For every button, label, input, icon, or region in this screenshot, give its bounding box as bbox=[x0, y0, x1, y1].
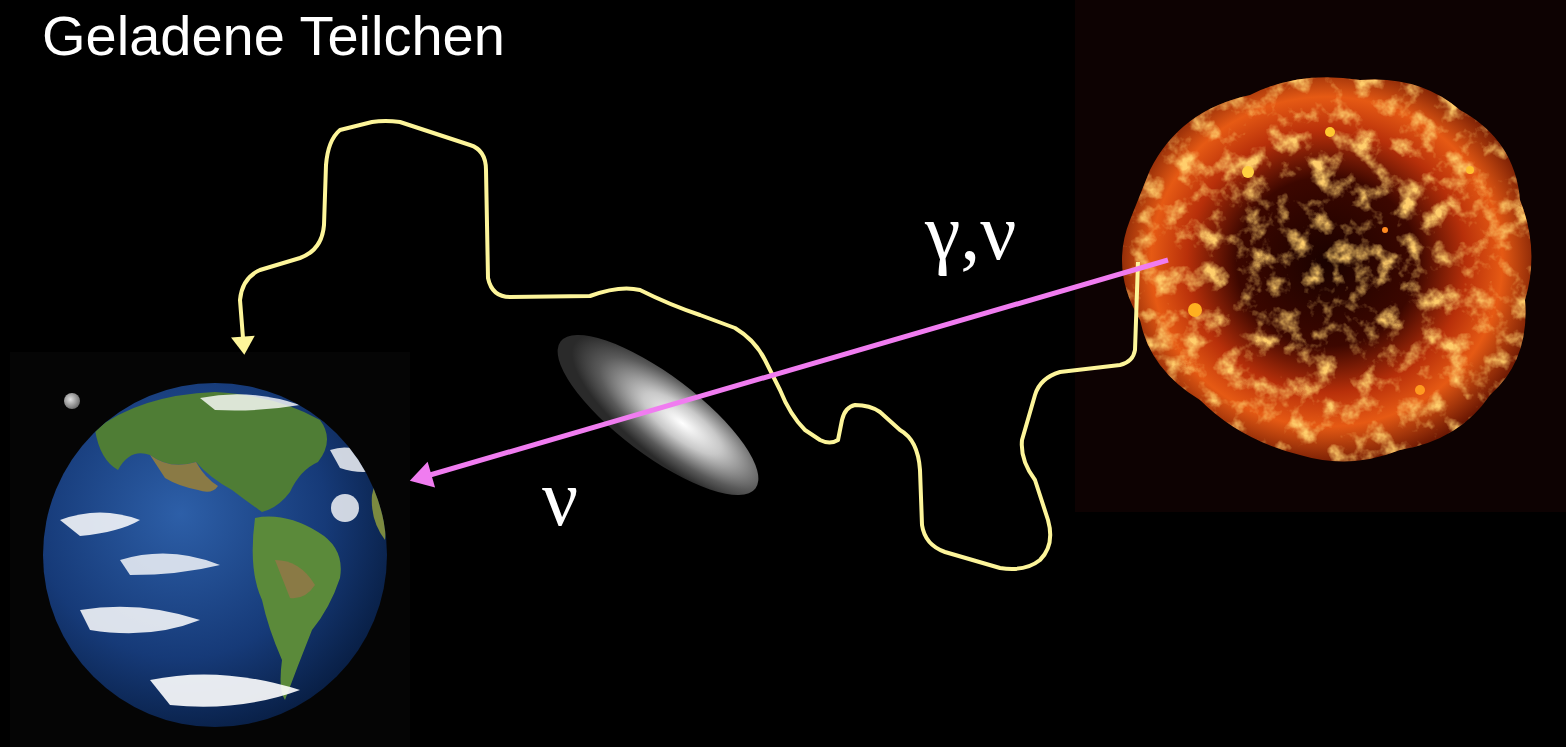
particle-label: γ,ν bbox=[925, 192, 1017, 272]
charged-particle-path bbox=[240, 121, 1138, 569]
neutral-particle-path bbox=[430, 260, 1168, 475]
earth-image bbox=[10, 352, 410, 747]
particle-label: ν bbox=[542, 458, 578, 538]
supernova-remnant bbox=[1075, 0, 1566, 512]
slide-title: Geladene Teilchen bbox=[42, 8, 505, 64]
